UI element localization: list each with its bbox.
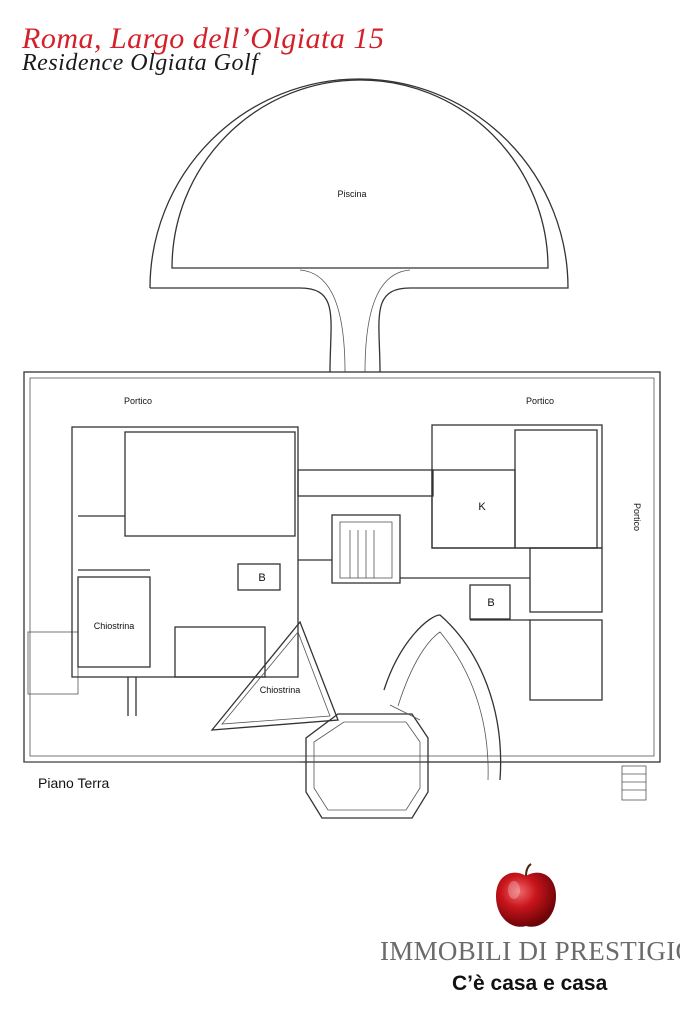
room-label-chiostrina-left: Chiostrina	[94, 621, 135, 631]
room-label-bath-right: B	[487, 597, 494, 609]
brand-name: IMMOBILI DI PRESTIGIO	[380, 936, 680, 966]
portico-outline	[23, 371, 661, 801]
room-label-portico-right: Portico	[526, 396, 554, 406]
room-label-portico-left: Portico	[124, 396, 152, 406]
entrance-octagon	[305, 614, 502, 819]
room-label-chiostrina-center: Chiostrina	[260, 685, 301, 695]
central-core	[297, 469, 530, 584]
left-wing: Portico Chiostrina B	[71, 396, 299, 716]
central-courtyard: Chiostrina	[210, 620, 339, 731]
plan-name: Piano Terra	[38, 775, 110, 791]
room-label-bath-left: B	[258, 572, 265, 584]
pool: Piscina	[149, 78, 569, 373]
apple-icon	[496, 863, 556, 927]
brand-tagline: C’è casa e casa	[452, 972, 608, 995]
right-wing: Portico Portico K B	[431, 396, 642, 701]
room-label-portico-side: Portico	[632, 503, 642, 531]
address-title: Roma, Largo dell’Olgiata 15	[22, 22, 385, 55]
room-label-kitchen: K	[478, 501, 486, 513]
room-label-piscina: Piscina	[337, 189, 366, 199]
residence-subtitle: Residence Olgiata Golf	[22, 50, 259, 76]
